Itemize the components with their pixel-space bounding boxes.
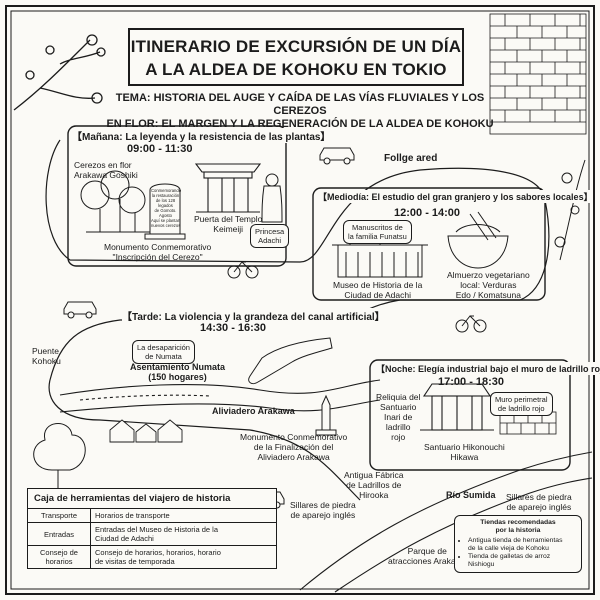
title-line-1: ITINERARIO DE EXCURSIÓN DE UN DÍA: [130, 37, 462, 56]
morning-title: 【Mañana: La leyenda y la resistencia de …: [72, 128, 331, 143]
toolbox-table: Transporte Horarios de transporte Entrad…: [28, 509, 276, 568]
inari-relic-label: Reliquia del Santuario Inari de ladrillo…: [376, 392, 421, 442]
frame-inner: [10, 10, 590, 590]
stone-inscription-label: Conmemorando la restauración de los 128 …: [151, 188, 182, 228]
midday-title: 【Mediodía: El estudio del gran granjero …: [318, 190, 593, 203]
brick-wall-label: Muro perimetral de ladrillo rojo: [490, 392, 553, 416]
morning-frame: [67, 125, 287, 267]
spillway-label: Aliviadero Arakawa: [212, 406, 295, 416]
ashlar-right-label: Sillares de piedra de aparejo inglés: [506, 492, 572, 512]
bicycle-icon: [227, 261, 259, 279]
list-item: Antigua tienda de herramientas de la cal…: [468, 537, 576, 553]
recommended-shops: Tiendas recomendadas por la historia Ant…: [454, 515, 582, 573]
toolbox-value: Entradas del Museo de Historia de la Ciu…: [90, 522, 276, 546]
brick-wall-decoration: [489, 13, 587, 135]
princess-label: Princesa Adachi: [250, 224, 290, 248]
table-row: Entradas Entradas del Museo de Historia …: [28, 522, 276, 546]
bicycle-icon-2: [455, 315, 487, 333]
lunch-label: Almuerzo vegetariano local: Verduras Edo…: [447, 270, 530, 300]
cherry-tree-icon: [80, 170, 150, 233]
cherry-trees-label: Cerezos en flor Arakawa Goshiki: [74, 160, 138, 180]
toolbox-title: Caja de herramientas del viajero de hist…: [28, 489, 276, 509]
stone-monument-icon: [144, 183, 186, 240]
midday-frame: [312, 187, 546, 301]
museum-building-icon: [332, 231, 428, 278]
sumida-river: [299, 451, 593, 593]
shrine-label: Santuario Hikonouchi Hikawa: [424, 442, 505, 462]
theme-line-2: EN FLOR: EL MARGEN Y LA REGENERACIÓN DE …: [106, 118, 494, 130]
shrine-icon: [420, 383, 494, 431]
table-row: Transporte Horarios de transporte: [28, 509, 276, 523]
spillway-monument-label: Monumento Conmemorativo de la Finalizaci…: [240, 432, 348, 462]
arakawa-river: [59, 379, 381, 413]
princess-figure-icon: [261, 173, 283, 223]
brick-factory-label: Antigua Fábrica de Ladrillos de Hirooka: [344, 470, 404, 500]
sumida-river-label: Río Sumida: [446, 490, 496, 500]
settlement-label: Asentamiento Numata (150 hogares): [130, 362, 226, 382]
houses-icon: [109, 419, 183, 443]
temple-gate-icon: [194, 163, 262, 213]
theme-line-1: TEMA: HISTORIA DEL AUGE Y CAÍDA DE LAS V…: [115, 92, 485, 117]
route-label: Follge ared: [384, 153, 438, 164]
title-line-2: A LA ALDEA DE KOHOKU EN TOKIO: [145, 60, 447, 79]
disappearance-label: La desaparición de Numata: [132, 340, 195, 364]
spillway-monument-icon: [315, 394, 337, 436]
night-frame: [369, 359, 571, 471]
manuscripts-label: Manuscritos de la familia Funatsu: [343, 220, 412, 244]
noodle-bowl-icon: [447, 211, 509, 269]
cherry-blossom-decoration: [554, 159, 586, 261]
toolbox-key: Transporte: [28, 509, 91, 523]
cherry-branch-decoration: [13, 34, 106, 111]
route-path: [45, 139, 550, 501]
shops-list: Antigua tienda de herramientas de la cal…: [460, 537, 576, 569]
night-title: 【Noche: Elegía industrial bajo el muro d…: [376, 362, 600, 375]
cherry-monument-label: Monumento Conmemorativo "Inscripción del…: [104, 242, 212, 262]
hand-pointing-icon: [248, 337, 333, 385]
car-icon-2: [63, 301, 97, 319]
bridge-label: Puente Kohoku: [32, 346, 61, 366]
temple-gate-label: Puerta del Templo Keimeiji: [194, 214, 263, 234]
toolbox-key: Consejo de horarios: [28, 545, 91, 568]
table-row: Consejo de horarios Consejo de horarios,…: [28, 545, 276, 568]
midday-time: 12:00 - 14:00: [394, 207, 461, 219]
shops-title: Tiendas recomendadas por la historia: [480, 519, 556, 534]
tree-decoration: [33, 423, 86, 490]
morning-time: 09:00 - 11:30: [127, 143, 193, 155]
afternoon-title: 【Tarde: La violencia y la grandeza del c…: [122, 308, 385, 323]
amusement-park-label: Parque de atracciones Arakawa: [388, 546, 467, 566]
night-time: 17:00 - 18:30: [438, 376, 505, 388]
car-icon: [319, 147, 355, 165]
afternoon-time: 14:30 - 16:30: [200, 322, 267, 334]
ashlar-left-label: Sillares de piedra de aparejo inglés: [290, 500, 356, 520]
traveler-toolbox: Caja de herramientas del viajero de hist…: [27, 488, 277, 569]
toolbox-key: Entradas: [28, 522, 91, 546]
toolbox-value: Horarios de transporte: [95, 511, 170, 520]
museum-label: Museo de Historia de la Ciudad de Adachi: [333, 280, 423, 300]
title-box: ITINERARIO DE EXCURSIÓN DE UN DÍA A LA A…: [128, 28, 464, 86]
toolbox-value: Consejo de horarios, horarios, horario d…: [90, 545, 276, 568]
frame-outer: [5, 5, 595, 595]
list-item: Tienda de galletas de arroz Nishiogu: [468, 553, 576, 569]
theme-text: TEMA: HISTORIA DEL AUGE Y CAÍDA DE LAS V…: [100, 92, 500, 131]
